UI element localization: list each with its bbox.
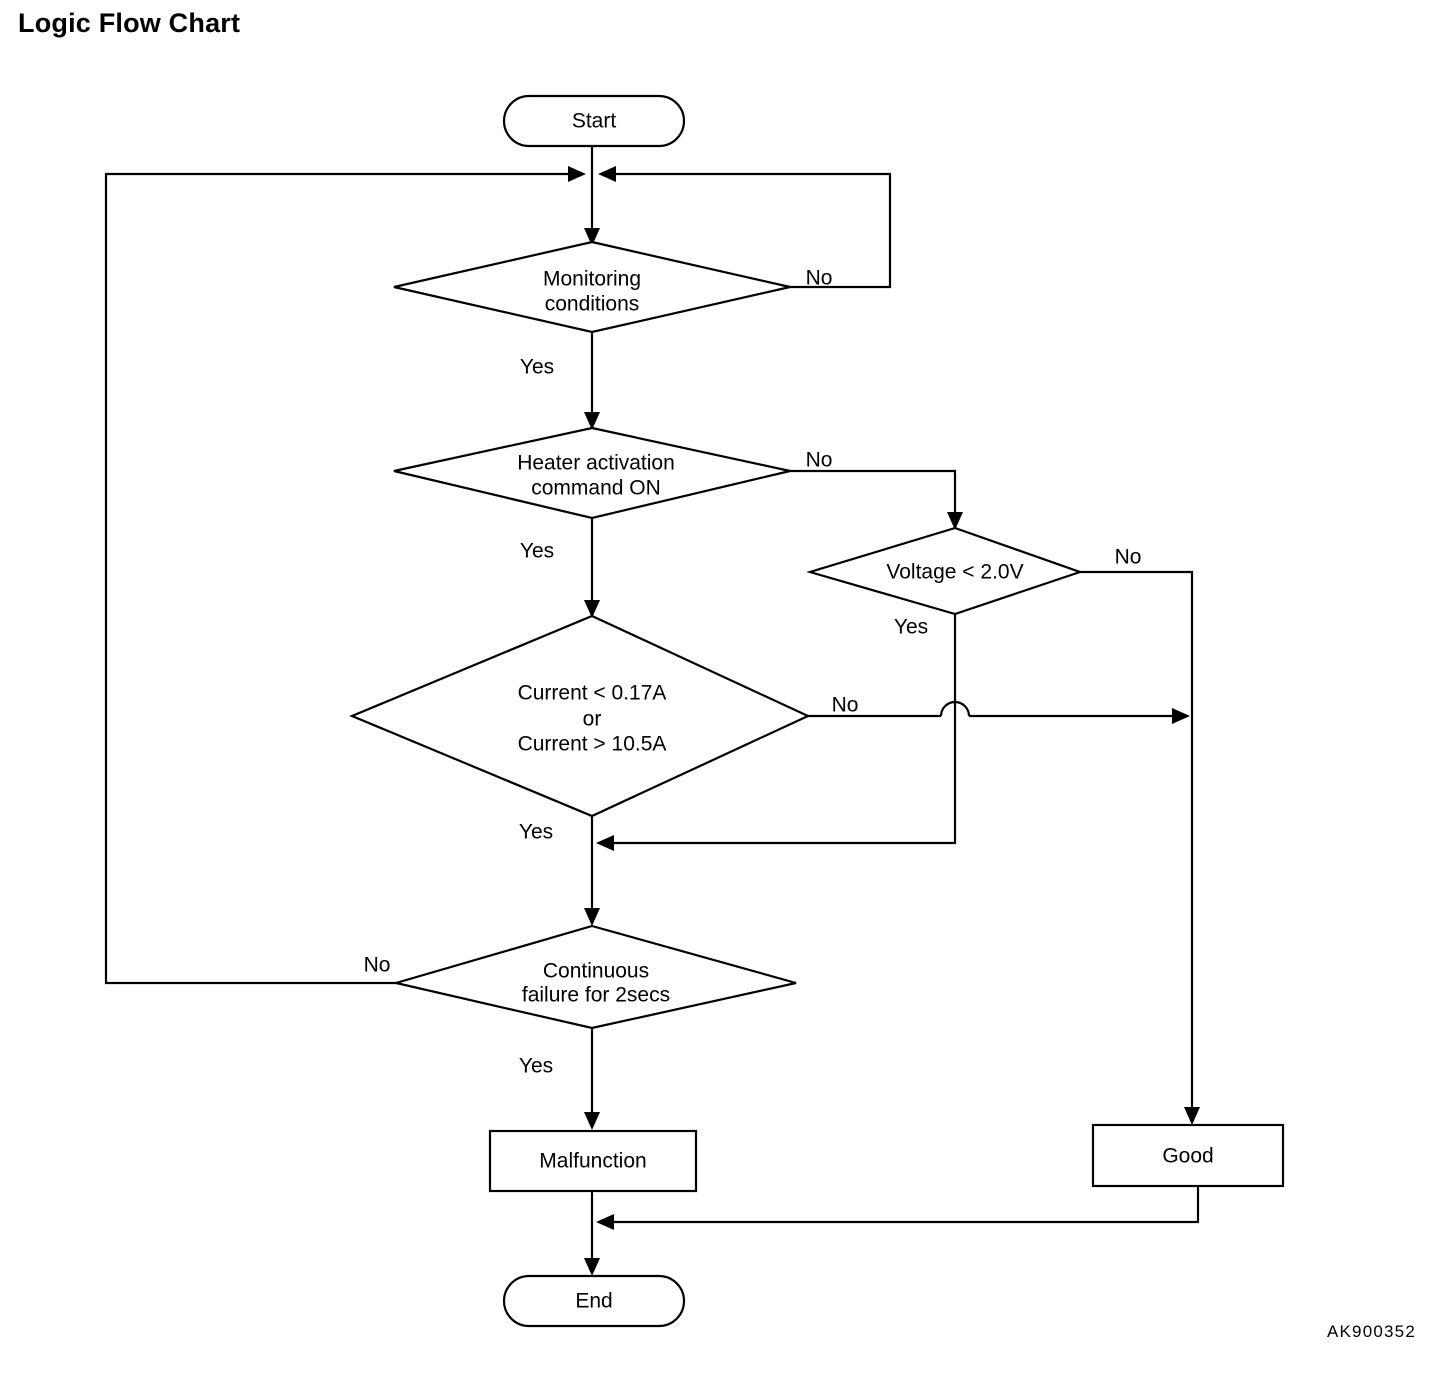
edge-label-heater-yes: Yes [520,540,554,563]
edge-voltage-yes [596,614,957,851]
edge-label-current-no: No [832,694,859,717]
node-current-line2: or [583,708,602,731]
node-heater-line2: command ON [531,477,661,500]
node-voltage-check[interactable]: Voltage < 2.0V [806,526,1084,616]
node-voltage-label: Voltage < 2.0V [886,561,1023,584]
node-start-label: Start [572,110,617,133]
node-start[interactable]: Start [502,94,686,148]
edge-heater-no [788,469,963,530]
node-current-line1: Current < 0.17A [518,682,667,705]
edge-current-yes [584,816,600,926]
node-heater-activation[interactable]: Heater activation command ON [393,426,791,520]
edge-label-monitoring-yes: Yes [520,356,554,379]
edge-voltage-no [1078,570,1200,1125]
edge-good-to-end [596,1186,1200,1230]
node-monitoring-line1: Monitoring [543,268,641,291]
edge-label-voltage-no: No [1115,546,1142,569]
node-malfunction-label: Malfunction [539,1150,646,1173]
edge-start-to-monitoring [584,146,600,246]
edge-current-no [806,700,1190,724]
edge-label-current-yes: Yes [519,821,553,844]
node-end-label: End [575,1290,612,1313]
edge-label-heater-no: No [806,449,833,472]
node-continuous-line2: failure for 2secs [522,984,670,1007]
edge-monitoring-no [598,166,892,289]
node-malfunction[interactable]: Malfunction [488,1129,698,1193]
node-monitoring-line2: conditions [545,293,640,316]
edge-heater-yes [584,518,600,618]
node-current-line3: Current > 10.5A [518,733,667,756]
edge-label-monitoring-no: No [806,267,833,290]
node-heater-line1: Heater activation [517,452,675,475]
node-monitoring-conditions[interactable]: Monitoring conditions [393,240,791,334]
edge-label-continuous-yes: Yes [519,1055,553,1078]
edge-label-voltage-yes: Yes [894,616,928,639]
page-title: Logic Flow Chart [18,8,241,38]
node-end[interactable]: End [502,1274,686,1328]
figure-id: AK900352 [1326,1322,1416,1341]
edge-label-continuous-no: No [364,954,391,977]
node-continuous-line1: Continuous [543,960,649,983]
node-good-label: Good [1162,1145,1213,1168]
edge-continuous-yes [584,1028,600,1130]
edge-continuous-no [104,166,586,985]
edge-malfunction-to-end [584,1192,600,1276]
node-current-check[interactable]: Current < 0.17A or Current > 10.5A [349,614,811,818]
node-continuous-failure[interactable]: Continuous failure for 2secs [391,924,797,1030]
edge-monitoring-yes [584,332,600,430]
node-good[interactable]: Good [1091,1123,1285,1188]
